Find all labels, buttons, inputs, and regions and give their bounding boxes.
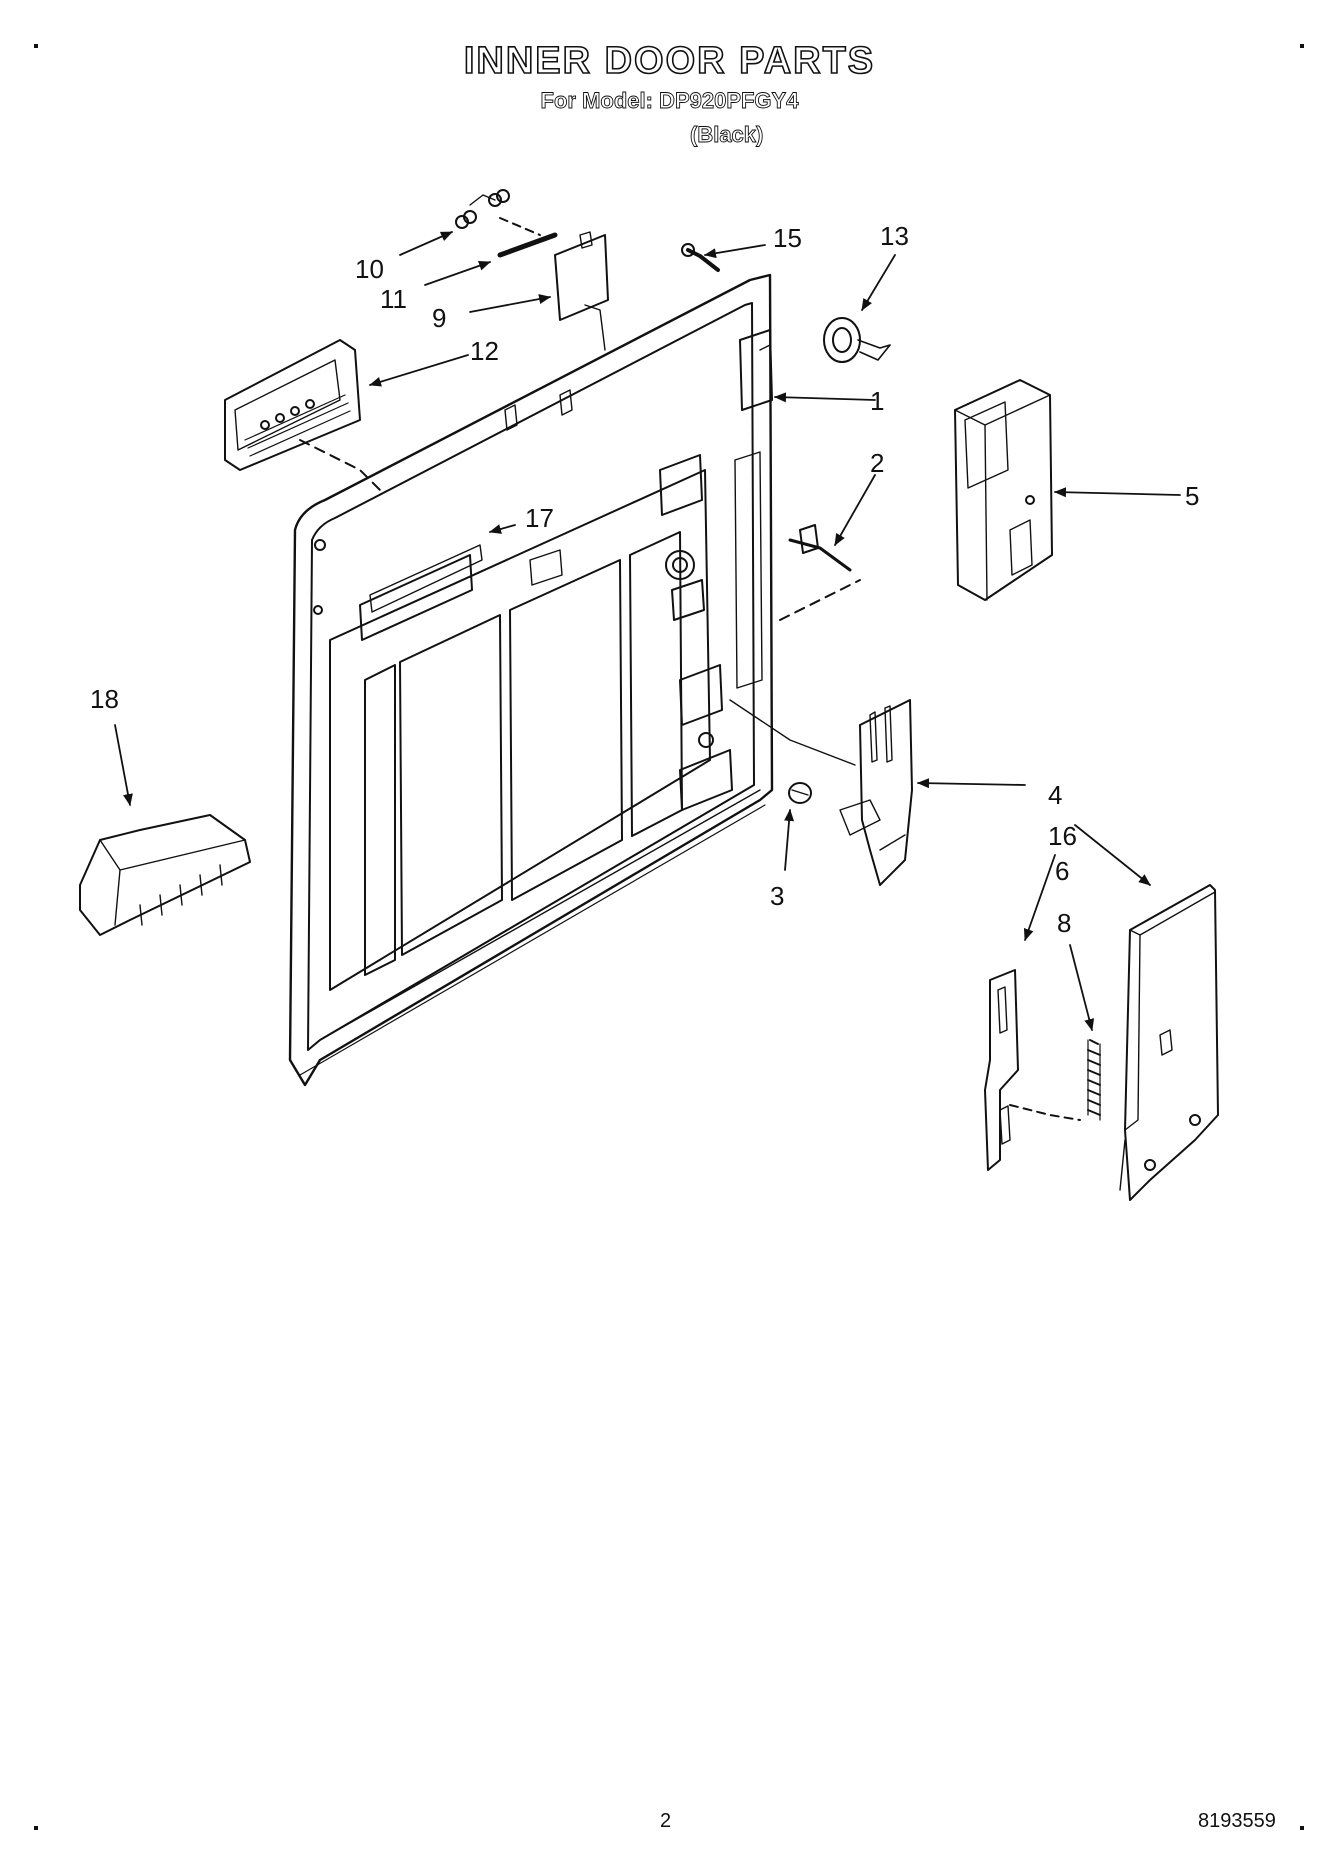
page-number: 2 [660, 1810, 672, 1832]
document-number: 8193559 [1198, 1810, 1276, 1832]
part-18-foot [79, 814, 251, 936]
callout-17: 17 [525, 503, 554, 533]
registration-mark [34, 1826, 38, 1830]
part-10-spring [455, 189, 510, 229]
model-line: For Model: DP920PFGY4 [540, 88, 799, 114]
callout-4: 4 [1048, 780, 1062, 810]
callout-5: 5 [1185, 481, 1199, 511]
dash-line [499, 217, 541, 236]
callout-3: 3 [770, 881, 784, 911]
registration-mark [1300, 44, 1304, 48]
part-12-cover [224, 339, 361, 471]
callout-6: 6 [1055, 856, 1069, 886]
part-11-rod [497, 232, 558, 258]
inner-door-panel [288, 273, 774, 1087]
dash-line [299, 439, 381, 491]
callout-numbers: 1 2 3 4 5 6 8 9 10 11 12 13 15 16 17 18 [90, 221, 1199, 938]
part-2-pin [788, 524, 852, 572]
callout-16: 16 [1048, 821, 1077, 851]
callout-11: 11 [380, 284, 407, 314]
callout-9: 9 [432, 303, 446, 333]
callout-leaders [114, 231, 1181, 1031]
callout-10: 10 [355, 254, 384, 284]
callout-1: 1 [870, 386, 884, 416]
dash-line [729, 699, 856, 766]
registration-mark [34, 44, 38, 48]
part-8-spring [1087, 1039, 1101, 1121]
part-6-bracket [984, 969, 1019, 1171]
part-15-screw [681, 243, 720, 272]
callout-2: 2 [870, 448, 884, 478]
part-9-cover [554, 231, 609, 321]
part-4-hinge [839, 699, 913, 886]
callout-8: 8 [1057, 908, 1071, 938]
dash-line [779, 579, 861, 621]
part-3-nut [788, 782, 812, 804]
callout-18: 18 [90, 684, 119, 714]
color-note: (Black) [690, 122, 764, 148]
page-title: INNER DOOR PARTS [463, 39, 876, 83]
part-5-latch [954, 379, 1053, 601]
part-13-cap [823, 317, 891, 363]
registration-mark [1300, 1826, 1304, 1830]
part-16-panel [1119, 884, 1219, 1201]
callout-15: 15 [773, 223, 802, 253]
dash-line [1009, 1104, 1081, 1121]
dash-line [584, 304, 606, 351]
callout-12: 12 [470, 336, 499, 366]
callout-13: 13 [880, 221, 909, 251]
